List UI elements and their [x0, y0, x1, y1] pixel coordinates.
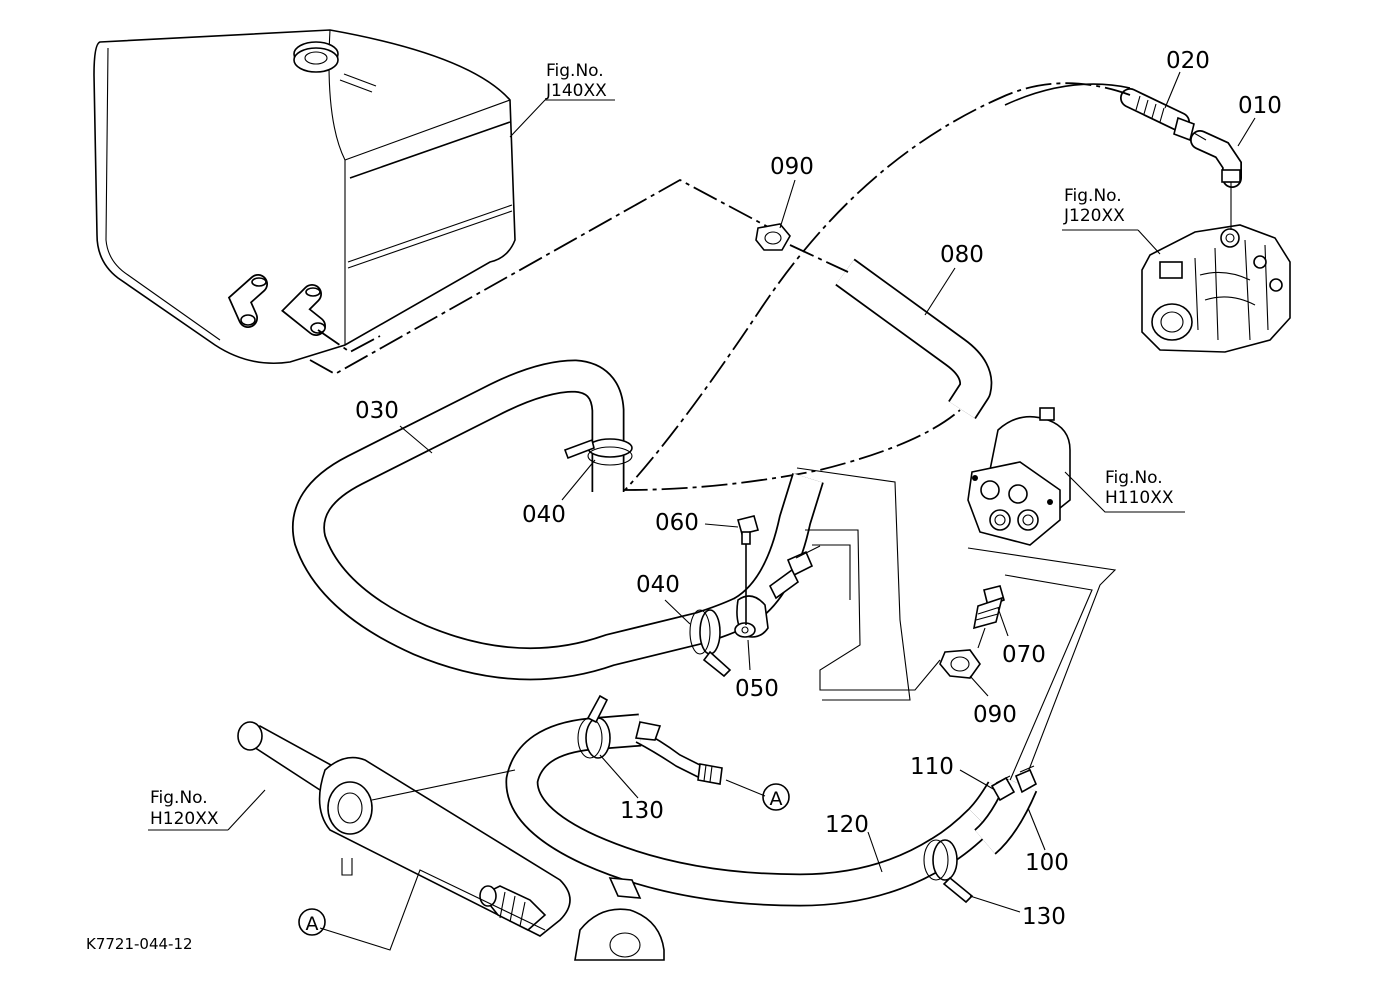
part-label-060: 060	[655, 510, 699, 536]
marker-a-lower: A	[298, 908, 326, 936]
figref-j140-line2: J140XX	[545, 81, 607, 101]
hose-080	[835, 258, 993, 419]
part-label-040-lower: 040	[636, 572, 680, 598]
part-label-050: 050	[735, 676, 779, 702]
part-label-120: 120	[825, 812, 869, 838]
marker-a-lower-label: A	[306, 913, 319, 935]
clip-090-upper	[755, 223, 791, 251]
part-label-010: 010	[1238, 93, 1282, 119]
hose-clamp-040-upper	[563, 438, 633, 466]
figref-j120-line2: J120XX	[1063, 206, 1125, 226]
hose-fitting-100	[1014, 765, 1038, 794]
hydraulic-tank	[93, 29, 516, 365]
bracket-clamp-050	[734, 595, 769, 638]
part-label-110: 110	[910, 754, 954, 780]
part-label-130-right: 130	[1022, 904, 1066, 930]
figref-j120-line1: Fig.No.	[1064, 186, 1122, 206]
clip-090-lower	[939, 649, 981, 679]
part-label-130-left: 130	[620, 798, 664, 824]
hose-end-020	[1120, 88, 1195, 142]
hose-clamp-040-lower	[689, 609, 732, 678]
part-label-100: 100	[1025, 850, 1069, 876]
hose-clamp-130-left	[577, 694, 611, 759]
figref-h110-line2: H110XX	[1105, 488, 1174, 508]
adapter-fitting-070	[972, 585, 1005, 649]
marker-a-upper: A	[762, 783, 790, 811]
part-label-020: 020	[1166, 48, 1210, 74]
hose-end-fitting-030	[768, 545, 821, 600]
hose-fitting-110	[990, 775, 1016, 802]
part-label-030: 030	[355, 398, 399, 424]
figref-h110-line1: Fig.No.	[1105, 468, 1163, 488]
figref-h120-line1: Fig.No.	[150, 788, 208, 808]
marker-a-upper-label: A	[770, 788, 783, 810]
hydraulic-pump	[1141, 224, 1291, 353]
part-label-070: 070	[1002, 642, 1046, 668]
figref-h120-line2: H120XX	[150, 809, 219, 829]
axle-fitting	[479, 885, 547, 931]
hose-clamp-130-right	[923, 839, 974, 904]
bolt-060	[737, 515, 759, 625]
control-valve	[967, 407, 1071, 546]
part-label-040-upper: 040	[522, 502, 566, 528]
part-label-080: 080	[940, 242, 984, 268]
part-label-090-lower: 090	[973, 702, 1017, 728]
drawing-code: K7721-044-12	[86, 935, 193, 953]
part-label-090-upper: 090	[770, 154, 814, 180]
elbow-fitting-010	[1190, 130, 1242, 230]
figref-j140-line1: Fig.No.	[546, 61, 604, 81]
tube-to-marker-a	[635, 721, 723, 785]
